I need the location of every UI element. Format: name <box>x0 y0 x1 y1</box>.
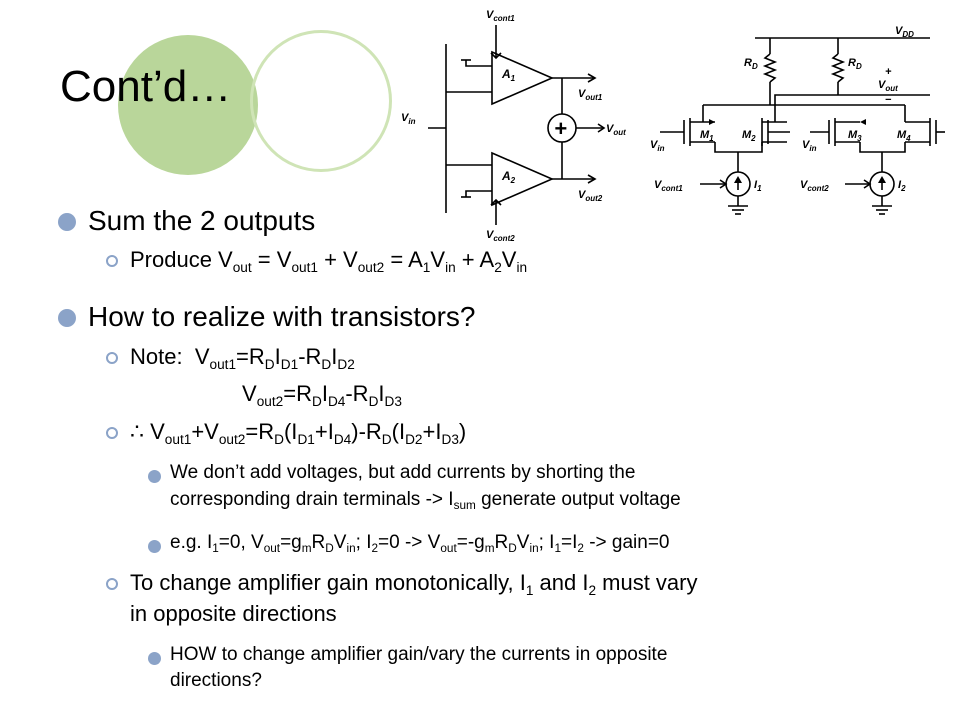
bullet-dot-small <box>148 652 161 665</box>
label-vcont1-right: Vcont1 <box>654 179 683 193</box>
label-vout2: Vout2 <box>578 189 603 203</box>
label-vdd: VDD <box>895 25 914 39</box>
bullet-howto-line1: HOW to change amplifier gain/vary the cu… <box>170 644 668 665</box>
bullet-add-currents-line2: corresponding drain terminals -> Isum ge… <box>170 489 681 513</box>
bullet-monotonic-line2: in opposite directions <box>130 601 337 626</box>
label-vin-m3: Vin <box>802 139 817 153</box>
label-vout-left: Vout <box>606 123 626 137</box>
bullet-how-realize: How to realize with transistors? <box>88 301 476 332</box>
bullet-dot-small <box>148 470 161 483</box>
bullet-howto-line2: directions? <box>170 670 262 691</box>
label-vout-right: Vout <box>878 79 898 93</box>
label-vcont1-left: Vcont1 <box>486 9 515 23</box>
label-rd-left: RD <box>744 57 758 71</box>
label-m4: M4 <box>897 129 911 143</box>
label-vin-m1: Vin <box>650 139 665 153</box>
label-vout-plus: + <box>885 66 892 78</box>
label-a1: A1 <box>501 67 516 83</box>
bullet-dot <box>58 213 76 231</box>
bullet-add-currents-line1: We don’t add voltages, but add currents … <box>170 462 636 483</box>
label-m1: M1 <box>700 129 714 143</box>
bullet-produce-equation: Produce Vout = Vout1 + Vout2 = A1Vin + A… <box>130 247 528 275</box>
bullet-dot <box>58 309 76 327</box>
label-i1: I1 <box>754 179 762 193</box>
label-vcont2-right: Vcont2 <box>800 179 829 193</box>
decorative-circle-outline <box>250 30 392 172</box>
bullet-monotonic-line1: To change amplifier gain monotonically, … <box>130 570 698 598</box>
label-m3: M3 <box>848 129 862 143</box>
label-a2: A2 <box>501 169 516 185</box>
amplifier-a2-symbol <box>491 151 555 207</box>
label-m2: M2 <box>742 129 756 143</box>
bullet-therefore-equation: ∴ Vout1+Vout2=RD(ID1+ID4)-RD(ID2+ID3) <box>130 419 467 447</box>
label-rd-right: RD <box>848 57 862 71</box>
bullet-note-eq2: Vout2=RDID4-RDID3 <box>242 381 402 409</box>
circuit-diagram: Vcont1 Vcont2 Vin A1 A2 Vout1 Vout2 Vout… <box>401 9 945 243</box>
label-vout1: Vout1 <box>578 88 603 102</box>
bullet-note-eq1: Note: Vout1=RDID1-RDID2 <box>130 344 355 372</box>
bullet-ring <box>106 255 118 267</box>
amplifier-a1-symbol <box>491 50 555 106</box>
label-vin-left: Vin <box>401 112 416 126</box>
slide-title: Cont’d… <box>60 62 232 111</box>
label-sum-plus: + <box>554 116 567 141</box>
label-vcont2-left: Vcont2 <box>486 229 515 243</box>
bullet-ring <box>106 427 118 439</box>
decorative-circle-filled <box>118 35 258 175</box>
label-i2: I2 <box>898 179 906 193</box>
bullet-sum-outputs: Sum the 2 outputs <box>88 205 316 236</box>
bullet-dot-small <box>148 540 161 553</box>
label-vout-minus: − <box>885 94 892 106</box>
bullet-ring <box>106 352 118 364</box>
bullet-ring <box>106 578 118 590</box>
bullet-example: e.g. I1=0, Vout=gmRDVin; I2=0 -> Vout=-g… <box>170 532 670 556</box>
